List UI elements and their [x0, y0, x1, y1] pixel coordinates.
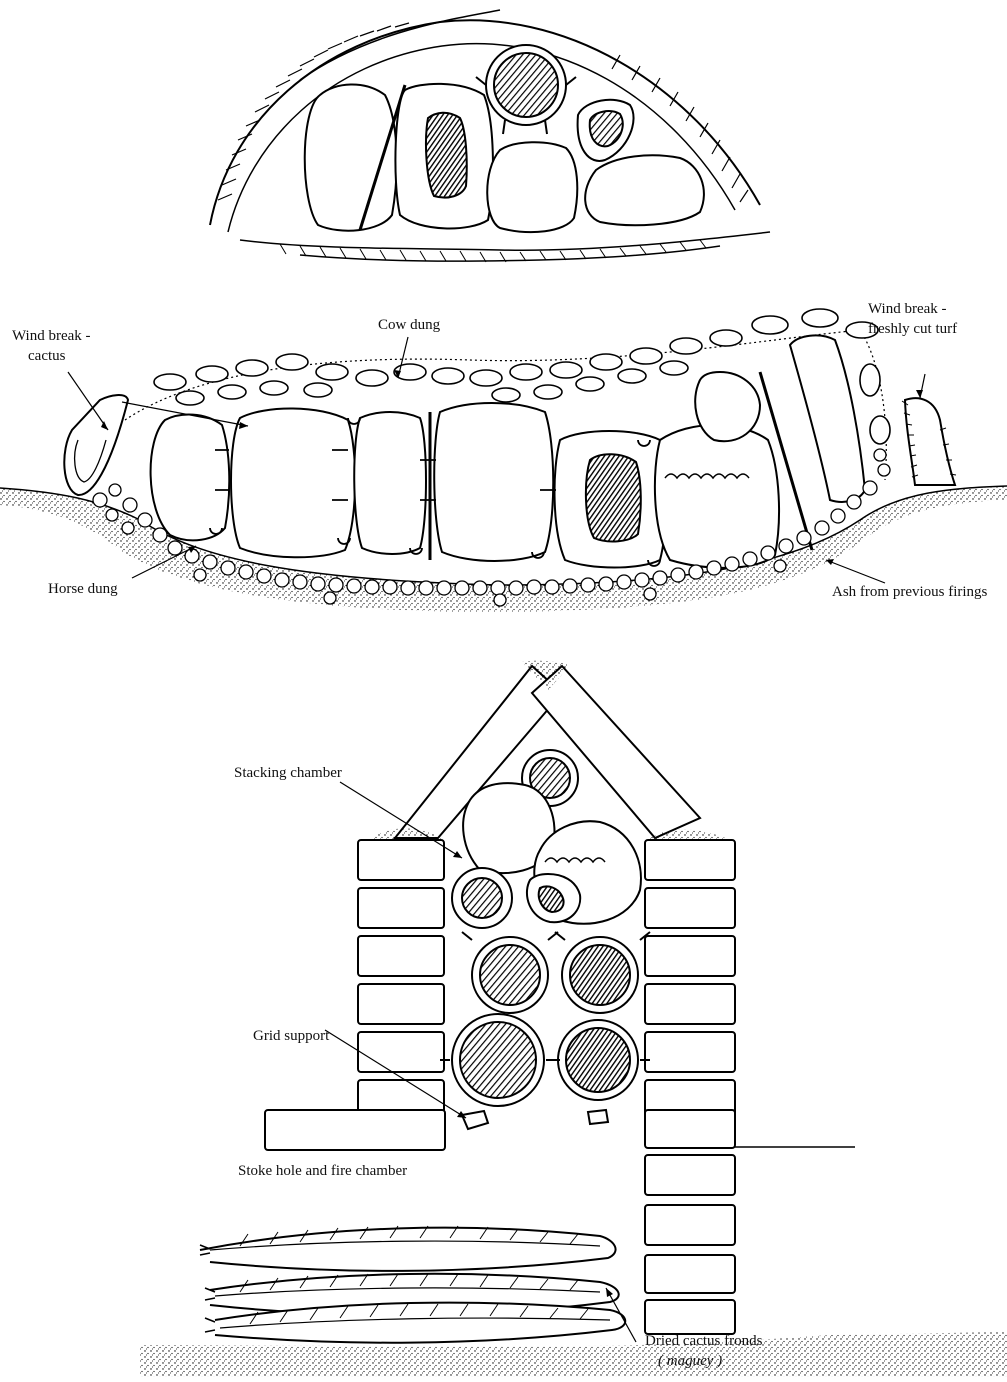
dried-cactus-fronds-illustration [140, 1226, 1007, 1377]
label-grid-support: Grid support [253, 1027, 329, 1045]
top-pile-illustration [210, 10, 770, 262]
label-stacking-chamber: Stacking chamber [234, 764, 342, 782]
label-stoke-hole: Stoke hole and fire chamber [238, 1162, 407, 1180]
kiln-right-wall [645, 840, 735, 1334]
label-wind-break-turf-2: freshly cut turf [868, 320, 957, 338]
label-wind-break-turf-1: Wind break - [868, 300, 947, 318]
label-wind-break-cactus-2: cactus [28, 347, 65, 365]
kiln-left-wall [265, 840, 445, 1150]
kiln-pots [440, 750, 650, 1129]
label-ash-previous-firings: Ash from previous firings [832, 583, 987, 601]
label-dried-cactus-fronds: Dried cactus fronds [645, 1332, 762, 1350]
label-horse-dung: Horse dung [48, 580, 118, 598]
label-maguey: ( maguey ) [658, 1352, 722, 1370]
label-cow-dung: Cow dung [378, 316, 440, 334]
label-wind-break-cactus-1: Wind break - [12, 327, 91, 345]
open-firing-section [0, 309, 1007, 612]
